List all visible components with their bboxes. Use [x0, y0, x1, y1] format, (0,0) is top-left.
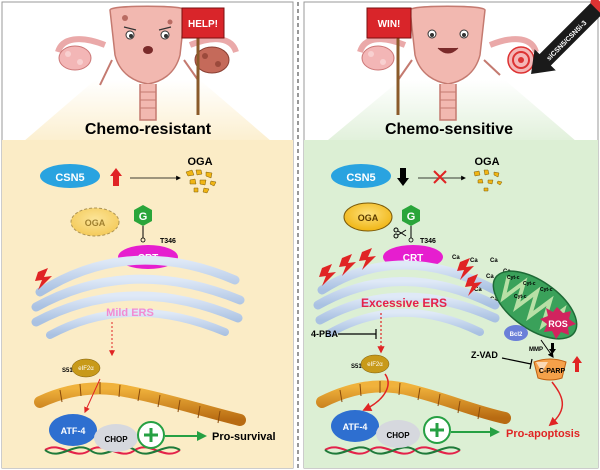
cytc-label: Cyt-c: [507, 275, 520, 281]
left-title: Chemo-resistant: [85, 121, 212, 138]
chop-node-right: [376, 420, 420, 448]
chop-node-left: [94, 424, 138, 452]
chromosome-bands-left: [59, 382, 221, 424]
ros-burst-icon: [540, 307, 576, 339]
eif2a-atf4-arrow-right: [362, 373, 389, 411]
csn5-up-arrow-left: [110, 168, 122, 186]
s51-label-right: S51: [351, 364, 362, 370]
er-membrane-left: [31, 255, 245, 339]
g-label-left: G: [139, 211, 148, 223]
pba-label: 4-PBA: [311, 329, 339, 339]
ca-label: Ca: [486, 274, 494, 280]
cparp-up-arrow: [572, 356, 582, 372]
eif2a-node-right: [360, 354, 390, 374]
g-hexagon-right: [402, 205, 420, 226]
csn5-node-right: [331, 164, 391, 188]
outcome-label-right: Pro-apoptosis: [506, 428, 580, 440]
help-sign: [181, 7, 225, 115]
oga-target-label-right: OGA: [474, 156, 499, 168]
ca-label: Ca: [470, 258, 478, 264]
atf4-node-left: [49, 414, 97, 446]
ca-label: Ca: [490, 258, 498, 264]
chromosome-left: [34, 382, 246, 426]
atf4-label-left: ATF-4: [61, 426, 86, 436]
ers-label-right: Excessive ERS: [361, 296, 447, 310]
t346-label-left: T346: [160, 238, 176, 245]
cyt-c-labels: Cyt-c Cyt-c Cyt-c Cyt-c: [507, 275, 553, 300]
ros-label: ROS: [548, 319, 568, 329]
plus-icon-left: [137, 421, 165, 449]
oga-enzyme-label-right: OGA: [358, 213, 379, 223]
eif2a-label-right: eIF2α: [367, 362, 383, 368]
mmp-label: MMP: [529, 347, 543, 353]
zvad-inhibit-line: [501, 357, 533, 370]
oga-enzyme-label-left: OGA: [85, 218, 106, 228]
csn5-node-left: [40, 164, 100, 188]
oga-fragments-right: [473, 169, 503, 192]
eif2a-node-left: [71, 358, 101, 378]
lightning-icon-left: [35, 268, 52, 290]
zvad-label: Z-VAD: [471, 350, 498, 360]
inhibit-cross-icon: [433, 170, 447, 184]
sad-uterus-character: [55, 5, 239, 121]
cytc-label: Cyt-c: [514, 294, 527, 300]
csn5-down-arrow-right: [397, 168, 409, 186]
outcome-label-left: Pro-survival: [212, 431, 276, 443]
cparp-apoptosis-arrow: [548, 381, 563, 427]
scissors-icon: [393, 227, 407, 239]
bcl2-node: [504, 325, 528, 341]
win-sign-text: WIN!: [378, 19, 401, 30]
chromosome-bands-right: [339, 381, 481, 420]
csn5-label-left: CSN5: [55, 172, 84, 184]
cytc-label: Cyt-c: [540, 287, 553, 293]
ca-label: Ca: [474, 287, 482, 293]
eif2a-atf4-arrow-left: [84, 378, 101, 414]
right-title: Chemo-sensitive: [385, 121, 513, 138]
pba-inhibit-line: [338, 329, 377, 339]
cparp-label: C-PARP: [539, 368, 566, 375]
ca-label: Ca: [452, 255, 460, 261]
crt-label-right: CRT: [403, 253, 424, 264]
oga-enzyme-right: [343, 202, 393, 232]
eif2a-label-left: eIF2α: [78, 366, 94, 372]
chop-label-right: CHOP: [386, 431, 410, 440]
mmp-down-arrow: [549, 343, 556, 354]
mito-cparp-arrow: [540, 339, 554, 358]
chromosome-right: [316, 380, 511, 424]
lightning-icon-right: [319, 248, 482, 296]
csn5-label-right: CSN5: [346, 172, 375, 184]
g-label-right: G: [407, 211, 416, 223]
cytc-label: Cyt-c: [523, 281, 536, 287]
atf4-node-right: [331, 410, 379, 442]
win-sign: [366, 7, 412, 115]
drug-arrow: [531, 0, 600, 74]
plus-icon-right: [423, 416, 451, 444]
oga-enzyme-left: [70, 207, 120, 237]
atf4-label-right: ATF-4: [343, 422, 368, 432]
help-sign-text: HELP!: [188, 19, 218, 30]
chop-label-left: CHOP: [104, 435, 128, 444]
er-membrane-right: [313, 260, 500, 337]
bcl2-label: Bcl2: [510, 332, 523, 338]
oga-fragments-left: [185, 169, 217, 194]
g-hexagon-left: [134, 205, 152, 226]
happy-uterus-character: [357, 5, 539, 121]
t346-label-right: T346: [420, 238, 436, 245]
s51-label-left: S51: [62, 368, 73, 374]
dna-helix-right: [324, 446, 461, 455]
cparp-node: [533, 358, 567, 381]
ers-label-left: Mild ERS: [106, 307, 154, 319]
oga-target-label-left: OGA: [187, 156, 212, 168]
